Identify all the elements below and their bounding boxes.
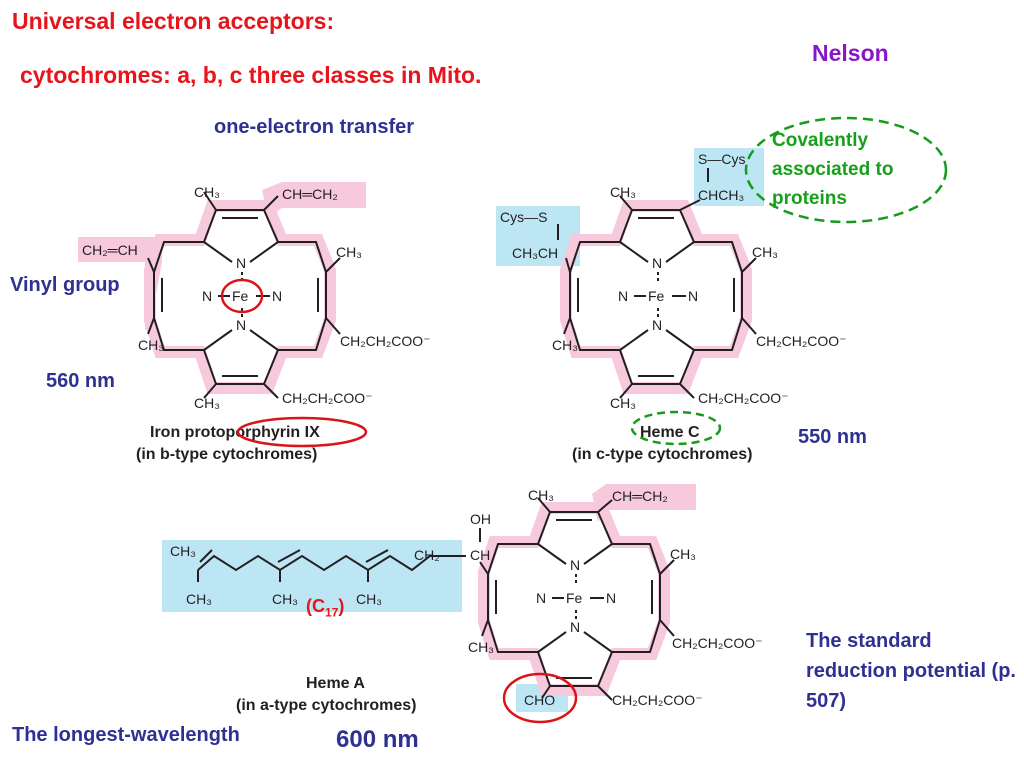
heme-c-methyl-right: CH₃ <box>752 244 778 260</box>
formyl-circle <box>502 672 578 724</box>
heme-a-caption-1: Heme A <box>306 675 365 692</box>
heme-c-methyl-left: CH₃ <box>552 337 578 353</box>
porphyrin-circle <box>236 416 368 448</box>
heme-a-iron: Fe <box>566 590 583 606</box>
heme-b-methyl-right: CH₃ <box>336 244 362 260</box>
heme-a-tail-methyl-4: CH₃ <box>356 591 382 607</box>
heme-a-n-top: N <box>570 557 580 573</box>
covalent-dashed-ellipse <box>744 116 948 224</box>
heme-b-n-top: N <box>236 255 246 271</box>
heme-a-methyl-right: CH₃ <box>670 546 696 562</box>
c17-label: (C17) <box>306 596 344 620</box>
c17-subscript: 17 <box>325 605 339 620</box>
heme-c-n-top: N <box>652 255 662 271</box>
heme-b-n-right: N <box>272 288 282 304</box>
heme-c-iron: Fe <box>648 288 665 304</box>
heme-a-caption-2: (in a-type cytochromes) <box>236 697 416 714</box>
heme-a-propionate-2: CH₂CH₂COO⁻ <box>612 692 703 708</box>
heme-c-cys-left-2: CH₃CH <box>512 245 558 261</box>
heme-c-propionate-1: CH₂CH₂COO⁻ <box>756 333 847 349</box>
heme-a-tail-methyl-1: CH₃ <box>170 543 196 559</box>
heme-b-caption-2: (in b-type cytochromes) <box>136 446 317 463</box>
heme-c-methyl-bottom: CH₃ <box>610 395 636 411</box>
heme-b-vinyl-left: CH₂═CH <box>82 242 138 258</box>
heme-b-propionate-2: CH₂CH₂COO⁻ <box>282 390 373 406</box>
covalent-note: Covalently associated to proteins <box>772 130 894 209</box>
heme-c-methyl-top: CH₃ <box>610 184 636 200</box>
c17-close: ) <box>338 596 345 616</box>
heme-a-structure: CH₃ CH₃ CH₃ CH₃ CH₂ CH OH CH₃ CH═CH₂ CH₃… <box>162 484 763 724</box>
author-label: Nelson <box>812 40 889 66</box>
heme-a-vinyl-top: CH═CH₂ <box>612 488 668 504</box>
heme-a-tail-methyl-3: CH₃ <box>272 591 298 607</box>
wavelength-a-label: 600 nm <box>336 726 419 753</box>
heme-c-cys-left-1: Cys—S <box>500 209 547 225</box>
heme-b-propionate-1: CH₂CH₂COO⁻ <box>340 333 431 349</box>
c17-main: (C <box>306 596 325 616</box>
heme-c-caption-1: Heme C <box>640 424 700 441</box>
heme-b-vinyl-top: CH═CH₂ <box>282 186 338 202</box>
heme-a-n-right: N <box>606 590 616 606</box>
heme-a-oh: OH <box>470 511 491 527</box>
heme-c-structure: S—Cys CHCH₃ Cys—S CH₃CH CH₃ CH₃ N N Fe N… <box>496 116 948 463</box>
wavelength-c-label: 550 nm <box>798 426 867 448</box>
heme-c-cys-top-1: S—Cys <box>698 151 745 167</box>
heme-b-iron: Fe <box>232 288 249 304</box>
subtitle-label: one-electron transfer <box>214 116 415 138</box>
heme-b-methyl-bottom: CH₃ <box>194 395 220 411</box>
heme-c-dashed-ellipse <box>630 410 722 446</box>
heme-b-methyl-left: CH₃ <box>138 337 164 353</box>
heme-a-methyl-left: CH₃ <box>468 639 494 655</box>
longest-wavelength-note: The longest-wavelength <box>12 724 240 746</box>
heme-a-propionate-1: CH₂CH₂COO⁻ <box>672 635 763 651</box>
heme-a-formyl: CHO <box>524 692 555 708</box>
title-line-1: Universal electron acceptors: <box>12 8 335 34</box>
heme-c-cys-top-2: CHCH₃ <box>698 187 744 203</box>
heme-b-n-bottom: N <box>236 317 246 333</box>
wavelength-b-label: 560 nm <box>46 370 115 392</box>
heme-a-n-left: N <box>536 590 546 606</box>
heme-a-n-bottom: N <box>570 619 580 635</box>
heme-a-ch2: CH₂ <box>414 547 440 563</box>
heme-c-n-right: N <box>688 288 698 304</box>
title-line-2: cytochromes: a, b, c three classes in Mi… <box>20 62 482 88</box>
heme-a-tail-methyl-2: CH₃ <box>186 591 212 607</box>
iron-circle <box>220 278 264 314</box>
heme-b-structure: CH₃ CH═CH₂ CH₂═CH CH₃ N N Fe N N CH₃ CH₂… <box>78 182 431 463</box>
heme-a-ch: CH <box>470 547 490 563</box>
heme-c-propionate-2: CH₂CH₂COO⁻ <box>698 390 789 406</box>
reduction-potential-note: The standard reduction potential (p. 507… <box>806 630 1016 712</box>
heme-c-n-left: N <box>618 288 628 304</box>
heme-a-methyl-top: CH₃ <box>528 487 554 503</box>
heme-b-caption-1: Iron protoporphyrin IX <box>150 424 320 441</box>
vinyl-group-label: Vinyl group <box>10 274 120 296</box>
heme-b-n-left: N <box>202 288 212 304</box>
heme-b-methyl-top: CH₃ <box>194 184 220 200</box>
heme-c-caption-2: (in c-type cytochromes) <box>572 446 752 463</box>
heme-c-n-bottom: N <box>652 317 662 333</box>
